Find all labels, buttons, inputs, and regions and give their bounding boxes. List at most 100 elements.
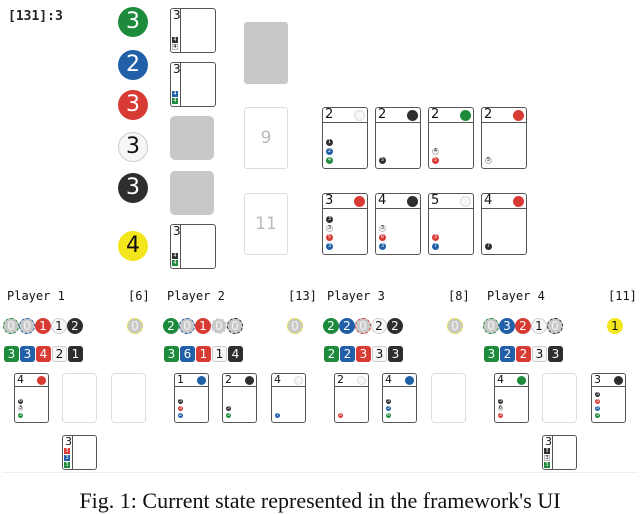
noble-cost-red: 3 xyxy=(64,448,70,454)
noble-points: 3 xyxy=(545,435,552,448)
player-token-blue[interactable]: 0 xyxy=(19,318,35,334)
cost-blue: 5 xyxy=(595,405,600,411)
noble-cost-white: 4 xyxy=(172,44,178,50)
noble-points: 3 xyxy=(65,435,72,448)
figure-caption: Fig. 1: Current state represented in the… xyxy=(79,488,561,513)
noble-points: 3 xyxy=(173,62,181,76)
bonus-red: 1 xyxy=(196,346,211,362)
reserved-slot-empty xyxy=(111,373,146,423)
noble-cost-green: 3 xyxy=(64,462,70,468)
player-token-green[interactable]: 0 xyxy=(483,318,499,334)
card-divider xyxy=(223,386,256,387)
bank-token-blue[interactable]: 2 xyxy=(118,50,148,80)
player-name: Player 1 xyxy=(7,289,65,303)
cost-white: 3 xyxy=(379,225,386,232)
player-token-black[interactable]: 0 xyxy=(547,318,563,334)
cost-green: 3 xyxy=(18,412,23,418)
bonus-white: 2 xyxy=(52,346,67,362)
player-token-black[interactable]: 2 xyxy=(387,318,403,334)
player-token-green[interactable]: 2 xyxy=(163,318,179,334)
player-token-red[interactable]: 1 xyxy=(35,318,51,334)
noble-divider xyxy=(180,9,181,52)
bonus-red: 4 xyxy=(36,346,51,362)
player-token-black[interactable]: 0 xyxy=(227,318,243,334)
deck-tier-3[interactable] xyxy=(244,22,288,84)
player-token-white[interactable]: 0 xyxy=(211,318,227,334)
player-token-red[interactable]: 2 xyxy=(515,318,531,334)
card-points: 1 xyxy=(177,373,184,386)
player-token-blue[interactable]: 3 xyxy=(499,318,515,334)
bonus-black: 4 xyxy=(228,346,243,362)
player-token-blue[interactable]: 2 xyxy=(339,318,355,334)
player-token-red[interactable]: 1 xyxy=(195,318,211,334)
card-points: 2 xyxy=(225,373,232,386)
cost-red: 3 xyxy=(178,405,183,411)
bonus-black: 1 xyxy=(68,346,83,362)
player-token-gold[interactable]: 1 xyxy=(607,318,623,334)
card-divider xyxy=(15,386,48,387)
player-token-gold[interactable]: 0 xyxy=(287,318,303,334)
bonus-green: 3 xyxy=(4,346,19,362)
card-points: 4 xyxy=(274,373,281,386)
player-token-green[interactable]: 0 xyxy=(3,318,19,334)
bank-token-green[interactable]: 3 xyxy=(118,7,148,37)
black-gem-icon xyxy=(407,195,418,207)
card-divider xyxy=(376,208,420,209)
bank-token-red[interactable]: 3 xyxy=(118,90,148,120)
red-gem-icon xyxy=(354,195,365,207)
player-token-white[interactable]: 1 xyxy=(531,318,547,334)
blue-gem-icon xyxy=(405,375,414,385)
deck-tier-1[interactable]: 11 xyxy=(244,193,288,255)
red-gem-icon xyxy=(513,109,524,121)
cost-green: 6 xyxy=(386,412,391,418)
bank-token-black[interactable]: 3 xyxy=(118,173,148,203)
noble-cost-black: 3 xyxy=(544,448,550,454)
cost-black: 5 xyxy=(379,157,386,164)
card-divider xyxy=(335,386,368,387)
player-token-gold[interactable]: 0 xyxy=(127,318,143,334)
bank-token-gold[interactable]: 4 xyxy=(118,231,148,261)
bonus-blue: 2 xyxy=(340,346,355,362)
red-gem-icon xyxy=(513,195,524,207)
reserved-slot-empty xyxy=(542,373,577,423)
black-gem-icon xyxy=(407,109,418,121)
deck-tier-2[interactable]: 9 xyxy=(244,107,288,169)
player-score: [8] xyxy=(448,289,470,303)
game-status: [131]:3 xyxy=(8,9,63,24)
bonus-blue: 3 xyxy=(20,346,35,362)
player-token-blue[interactable]: 0 xyxy=(179,318,195,334)
player-token-red[interactable]: 0 xyxy=(355,318,371,334)
player-token-white[interactable]: 2 xyxy=(371,318,387,334)
noble-points: 3 xyxy=(173,8,181,22)
player-token-white[interactable]: 1 xyxy=(51,318,67,334)
cost-blue: 3 xyxy=(379,243,386,250)
player-token-gold[interactable]: 0 xyxy=(447,318,463,334)
card-points: 2 xyxy=(325,107,334,122)
player-token-green[interactable]: 2 xyxy=(323,318,339,334)
bonus-red: 2 xyxy=(516,346,531,362)
figure-frame xyxy=(2,472,638,473)
bank-token-white[interactable]: 3 xyxy=(118,132,148,162)
player-token-black[interactable]: 2 xyxy=(67,318,83,334)
